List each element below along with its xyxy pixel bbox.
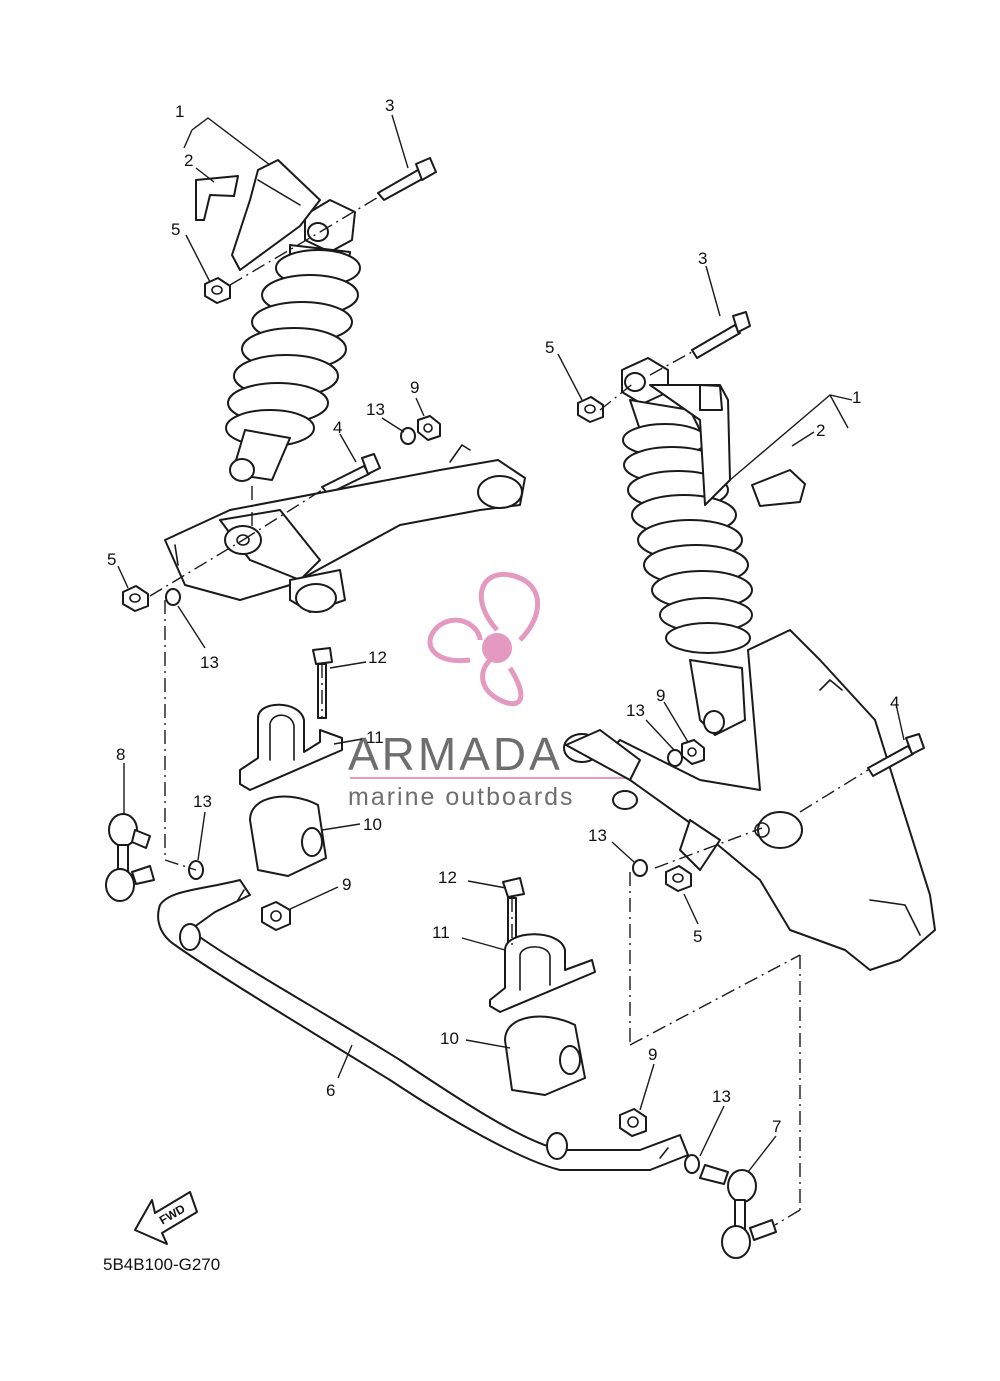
- callout-left-upper-bolt: 3: [385, 96, 394, 115]
- callout-left-washer-upper: 13: [366, 400, 385, 419]
- callout-nut-link-left: 9: [342, 875, 351, 894]
- right-link-rod: [699, 1164, 777, 1259]
- right-arm-washer: [632, 859, 648, 877]
- callout-bushing-b: 10: [440, 1029, 459, 1048]
- bracket-a: [239, 703, 343, 791]
- bushing-b: [504, 1015, 586, 1096]
- right-link-washer: [684, 1154, 700, 1174]
- callout-link-left: 8: [116, 745, 125, 764]
- callout-left-arm-nut: 5: [107, 550, 116, 569]
- callout-right-washer-lower: 13: [626, 701, 645, 720]
- diagram-code: 5B4B100-G270: [103, 1255, 220, 1274]
- right-upper-nut: [577, 396, 604, 423]
- callout-bracket-b: 11: [432, 923, 450, 942]
- callout-right-nut-lower: 9: [656, 686, 665, 705]
- callout-bracket-bolt-a: 12: [368, 648, 387, 667]
- right-lower-nut-9: [681, 739, 705, 765]
- left-upper-nut: [204, 277, 231, 304]
- right-lower-bolt: [867, 733, 925, 777]
- callout-left-nut-upper: 9: [410, 378, 419, 397]
- left-arm-washer: [165, 588, 181, 606]
- callout-bracket-bolt-b: 12: [438, 868, 457, 887]
- left-arm-nut: [122, 585, 149, 612]
- stabilizer-bar: [157, 879, 689, 1171]
- left-link-rod: [105, 813, 155, 902]
- callout-left-lower-bolt: 4: [333, 418, 342, 437]
- callout-bracket-a: 11: [366, 728, 384, 747]
- callout-left-guard: 2: [184, 151, 193, 170]
- right-shock-absorber: [621, 357, 753, 736]
- callout-right-upper-bolt: 3: [698, 249, 707, 268]
- right-upper-bolt: [691, 311, 751, 359]
- assembly-center-lines: [149, 195, 869, 1226]
- left-shock-guard: [195, 175, 239, 221]
- callout-right-shock: 1: [852, 388, 861, 407]
- bracket-bolt-b: [502, 877, 525, 949]
- callout-left-arm-washer: 13: [200, 653, 219, 672]
- callout-washer-link-right: 13: [712, 1087, 731, 1106]
- fwd-arrow-icon: FWD: [134, 1191, 198, 1245]
- callout-right-guard: 2: [816, 421, 825, 440]
- watermark-name: ARMADA: [348, 728, 563, 780]
- callout-right-arm-nut: 5: [693, 927, 702, 946]
- callout-left-upper-nut: 5: [171, 220, 180, 239]
- callout-left-shock: 1: [175, 102, 184, 121]
- left-upper-washer: [400, 427, 416, 445]
- right-arm-nut: [665, 865, 692, 892]
- right-lower-washer: [667, 749, 683, 767]
- left-spring: [225, 249, 361, 447]
- bracket-b: [489, 933, 596, 1013]
- callout-washer-link-left: 13: [193, 792, 212, 811]
- left-link-nut: [261, 901, 291, 931]
- callout-right-upper-nut: 5: [545, 338, 554, 357]
- watermark-tagline: marine outboards: [348, 783, 575, 811]
- bushing-a: [249, 795, 327, 877]
- left-shock-absorber: [225, 159, 361, 482]
- leader-lines: [117, 114, 905, 1173]
- propeller-logo-icon: [427, 571, 541, 707]
- callout-right-arm-washer: 13: [588, 826, 607, 845]
- callout-link-right: 7: [772, 1117, 781, 1136]
- left-swing-arm: [164, 444, 526, 613]
- callout-nut-link-right: 9: [648, 1045, 657, 1064]
- watermark: ARMADA marine outboards: [348, 571, 650, 811]
- left-lower-bolt: [321, 453, 381, 495]
- callout-bushing-a: 10: [363, 815, 382, 834]
- callout-labels: 1 2 3 5 4 13 9 5 13 12 11 10 8 13 9 6 12…: [107, 96, 899, 1136]
- right-link-nut: [619, 1108, 647, 1137]
- bracket-bolt-a: [312, 647, 333, 719]
- right-swing-arm: [563, 629, 936, 971]
- right-shock-guard: [751, 469, 806, 507]
- callout-right-lower-bolt: 4: [890, 693, 899, 712]
- left-upper-nut-9: [417, 415, 441, 441]
- callout-stabilizer: 6: [326, 1081, 335, 1100]
- right-spring: [622, 423, 753, 654]
- left-upper-bolt: [377, 157, 437, 201]
